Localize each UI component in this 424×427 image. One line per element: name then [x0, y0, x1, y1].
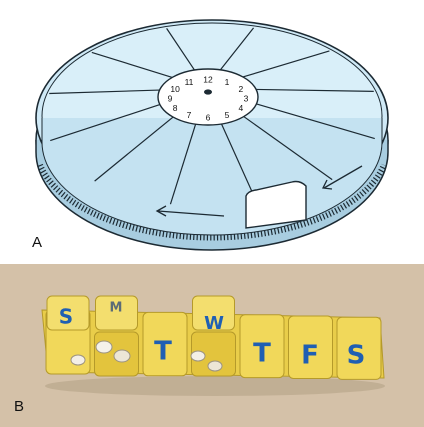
dial-number: 1 [225, 77, 230, 87]
divider-line [242, 50, 330, 78]
dispensing-window [245, 180, 307, 229]
compartment-lid [46, 295, 90, 331]
day-letter: S [347, 341, 366, 371]
divider-line [91, 51, 173, 79]
dial-number: 9 [168, 93, 173, 103]
dial-number: 8 [173, 103, 178, 113]
divider-line [166, 28, 195, 71]
box-shadow [45, 376, 385, 396]
divider-line [94, 116, 174, 182]
compartment [239, 314, 285, 379]
rotation-arrow-icon [155, 205, 225, 217]
compartment-dividers [49, 27, 375, 205]
day-letter: T [253, 339, 271, 369]
compartment-lid [95, 295, 138, 331]
dial-number: 5 [225, 110, 230, 120]
center-dial [157, 68, 259, 126]
divider-line [256, 88, 374, 93]
dial-number: 3 [244, 93, 249, 103]
dial-number: 2 [239, 84, 244, 94]
day-letter: W [204, 313, 224, 334]
day-letter: T [154, 337, 172, 367]
divider-line [49, 89, 160, 95]
pill-box-compartments [45, 295, 382, 380]
pill-wheel-illustration: 1 2 3 4 5 6 7 8 9 10 11 12 [35, 19, 389, 251]
dial-number: 11 [185, 77, 194, 87]
dial-hour-numbers: 1 2 3 4 5 6 7 8 9 10 11 12 [168, 74, 249, 122]
divider-line [169, 123, 197, 205]
compartment [336, 316, 382, 380]
dial-number: 4 [239, 103, 244, 113]
day-letter: F [301, 341, 319, 371]
dial-center-hole [204, 89, 212, 95]
divider-line [50, 103, 161, 142]
day-letter: M [110, 301, 123, 316]
divider-line [219, 27, 255, 71]
panel-label-b: B [14, 398, 25, 415]
dial-number: 6 [206, 112, 211, 122]
compartment-lid [192, 295, 235, 331]
pills [70, 340, 223, 372]
dial-number: 10 [170, 84, 180, 94]
compartment [288, 315, 333, 379]
dial-number: 7 [187, 110, 192, 120]
rotation-arrow-icon [322, 165, 363, 190]
day-letters: S M T W T F S [59, 301, 366, 371]
divider-line [243, 116, 333, 181]
dial-number: 12 [203, 74, 213, 84]
divider-line [256, 103, 375, 140]
compartment [142, 311, 188, 377]
panel-label-a: A [32, 234, 43, 251]
day-letter: S [59, 305, 73, 329]
